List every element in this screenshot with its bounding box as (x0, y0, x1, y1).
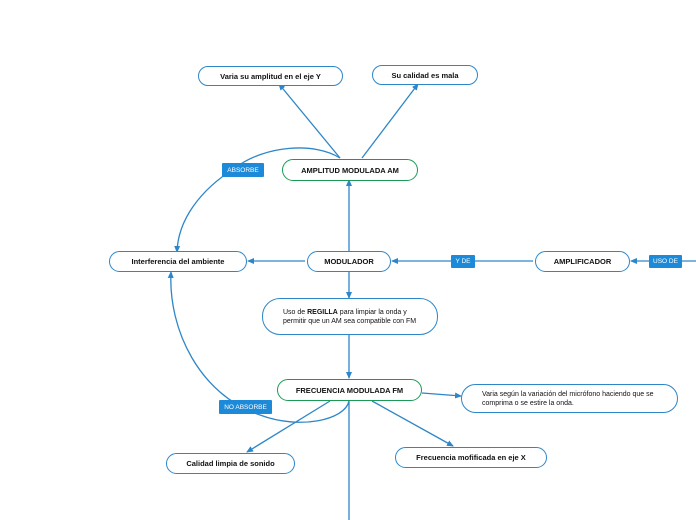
tag-label: NO ABSORBE (224, 403, 267, 411)
node-frecuencia-mofificada-eje-x[interactable]: Frecuencia mofificada en eje X (395, 447, 547, 468)
node-varia-microfono[interactable]: Varia según la variación del micrófono h… (461, 384, 678, 413)
node-label: AMPLIFICADOR (553, 257, 612, 266)
node-varia-amplitud-eje-y[interactable]: Varia su amplitud en el eje Y (198, 66, 343, 86)
node-text-prefix: Uso de (283, 308, 308, 316)
node-text-bold: REGILLA (307, 308, 338, 316)
node-label: MODULADOR (324, 257, 374, 266)
node-frecuencia-modulada-fm[interactable]: FRECUENCIA MODULADA FM (277, 379, 422, 401)
node-label: Interferencia del ambiente (131, 257, 225, 266)
node-modulador[interactable]: MODULADOR (307, 251, 391, 272)
edge-am-calidad-mala (361, 83, 419, 159)
node-text: Varia según la variación del micrófono h… (482, 390, 654, 407)
edge-fm-eje-x (371, 400, 454, 447)
tag-label: USO DE (653, 258, 678, 265)
node-uso-de-regilla[interactable]: Uso de REGILLA para limpiar la onda y pe… (262, 298, 438, 335)
node-text-suffix: para limpiar la onda y permitir que un A… (283, 308, 417, 325)
node-su-calidad-es-mala[interactable]: Su calidad es mala (372, 65, 478, 85)
node-label: FRECUENCIA MODULADA FM (295, 385, 404, 395)
node-text: Uso de REGILLA para limpiar la onda y pe… (283, 308, 423, 326)
node-interferencia-del-ambiente[interactable]: Interferencia del ambiente (109, 251, 247, 272)
node-label: Su calidad es mala (391, 70, 459, 80)
node-label: Varia su amplitud en el eje Y (220, 71, 321, 81)
node-label: Frecuencia mofificada en eje X (416, 453, 526, 462)
tag-label: Y DE (455, 258, 471, 265)
node-amplitud-modulada-am[interactable]: AMPLITUD MODULADA AM (282, 159, 418, 181)
tag-label: ABSORBE (227, 166, 259, 174)
node-amplificador[interactable]: AMPLIFICADOR (535, 251, 630, 272)
edge-fm-calidad-limpia (246, 400, 331, 453)
node-label: AMPLITUD MODULADA AM (301, 165, 399, 175)
tag-no-absorbe[interactable]: NO ABSORBE (219, 400, 272, 414)
edge-am-amplitud (278, 83, 341, 159)
node-label: Calidad limpia de sonido (186, 459, 275, 468)
tag-uso-de[interactable]: USO DE (649, 255, 682, 268)
tag-y-de[interactable]: Y DE (451, 255, 475, 268)
edge-fm-varia (421, 392, 462, 399)
node-calidad-limpia-de-sonido[interactable]: Calidad limpia de sonido (166, 453, 295, 474)
tag-absorbe[interactable]: ABSORBE (222, 163, 264, 177)
